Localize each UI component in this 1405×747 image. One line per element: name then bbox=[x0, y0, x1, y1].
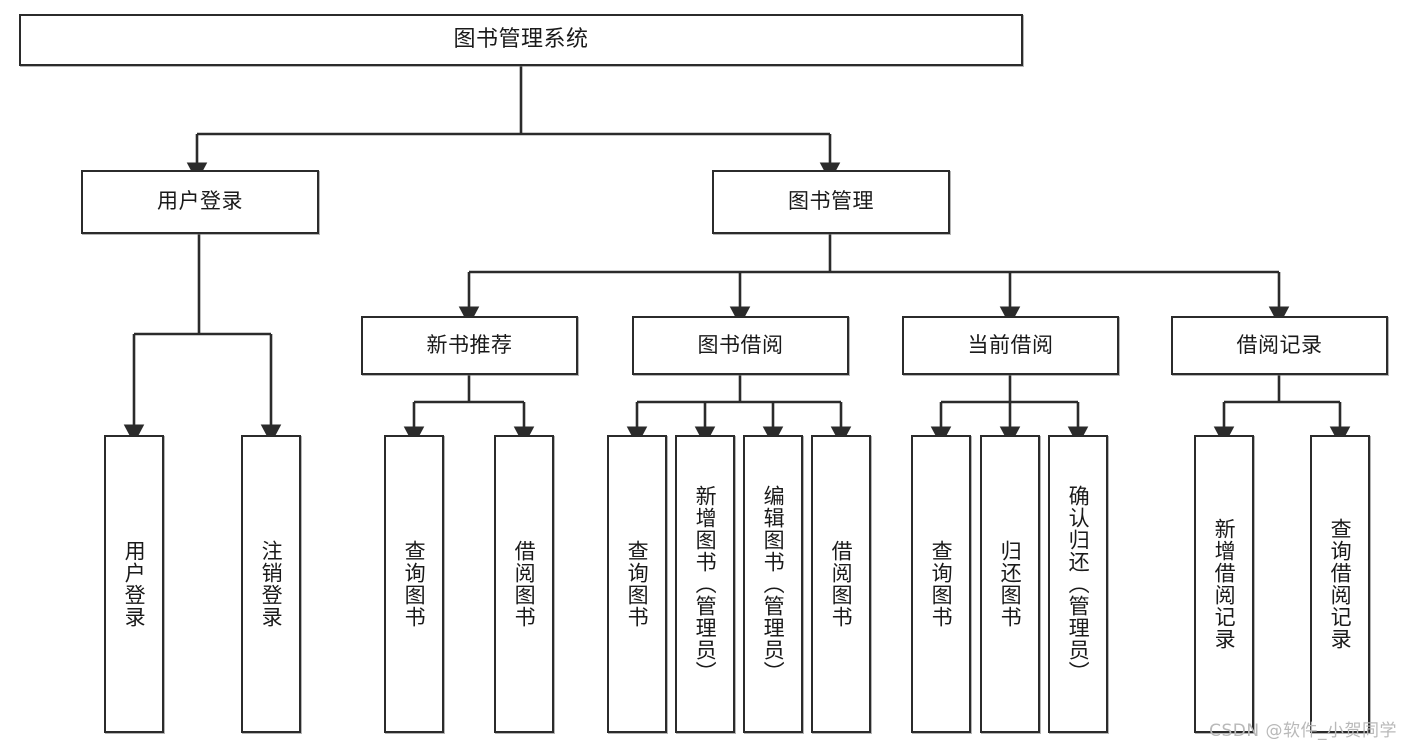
node-book-management[interactable]: 图书管理 bbox=[712, 170, 950, 234]
node-borrow-record[interactable]: 借阅记录 bbox=[1171, 316, 1388, 375]
leaf-confirm-return[interactable]: 确认归还（管理员） bbox=[1048, 435, 1108, 733]
leaf-add-book[interactable]: 新增图书（管理员） bbox=[675, 435, 735, 733]
node-book-management-label: 图书管理 bbox=[788, 189, 874, 214]
leaf-logout-login[interactable]: 注销登录 bbox=[241, 435, 301, 733]
leaf-edit-book-label: 编辑图书（管理员） bbox=[761, 485, 786, 683]
leaf-return-book[interactable]: 归还图书 bbox=[980, 435, 1040, 733]
node-user-login-label: 用户登录 bbox=[157, 189, 243, 214]
node-new-book-recommend-label: 新书推荐 bbox=[426, 332, 513, 357]
leaf-query-record[interactable]: 查询借阅记录 bbox=[1310, 435, 1370, 733]
leaf-query-book-2[interactable]: 查询图书 bbox=[607, 435, 667, 733]
node-borrow-record-label: 借阅记录 bbox=[1236, 332, 1323, 357]
leaf-edit-book[interactable]: 编辑图书（管理员） bbox=[743, 435, 803, 733]
node-root[interactable]: 图书管理系统 bbox=[19, 14, 1023, 66]
leaf-query-book-2-label: 查询图书 bbox=[625, 540, 650, 628]
leaf-logout-login-label: 注销登录 bbox=[259, 540, 284, 628]
leaf-borrow-book-2-label: 借阅图书 bbox=[829, 540, 854, 628]
node-current-borrow[interactable]: 当前借阅 bbox=[902, 316, 1119, 375]
leaf-query-book-3[interactable]: 查询图书 bbox=[911, 435, 971, 733]
leaf-confirm-return-label: 确认归还（管理员） bbox=[1066, 485, 1091, 683]
leaf-query-book-1-label: 查询图书 bbox=[402, 540, 427, 628]
leaf-return-book-label: 归还图书 bbox=[998, 540, 1023, 628]
leaf-query-record-label: 查询借阅记录 bbox=[1328, 518, 1353, 650]
leaf-borrow-book-1[interactable]: 借阅图书 bbox=[494, 435, 554, 733]
watermark: CSDN @软件_小贺同学 bbox=[1209, 721, 1397, 741]
leaf-user-login[interactable]: 用户登录 bbox=[104, 435, 164, 733]
leaf-add-record[interactable]: 新增借阅记录 bbox=[1194, 435, 1254, 733]
leaf-query-book-1[interactable]: 查询图书 bbox=[384, 435, 444, 733]
leaf-borrow-book-2[interactable]: 借阅图书 bbox=[811, 435, 871, 733]
leaf-add-record-label: 新增借阅记录 bbox=[1212, 518, 1237, 650]
node-new-book-recommend[interactable]: 新书推荐 bbox=[361, 316, 578, 375]
node-book-borrow[interactable]: 图书借阅 bbox=[632, 316, 849, 375]
leaf-query-book-3-label: 查询图书 bbox=[929, 540, 954, 628]
node-root-label: 图书管理系统 bbox=[453, 26, 589, 52]
leaf-user-login-label: 用户登录 bbox=[122, 540, 147, 628]
node-book-borrow-label: 图书借阅 bbox=[697, 332, 784, 357]
leaf-borrow-book-1-label: 借阅图书 bbox=[512, 540, 537, 628]
node-user-login[interactable]: 用户登录 bbox=[81, 170, 319, 234]
node-current-borrow-label: 当前借阅 bbox=[967, 332, 1054, 357]
leaf-add-book-label: 新增图书（管理员） bbox=[693, 485, 718, 683]
